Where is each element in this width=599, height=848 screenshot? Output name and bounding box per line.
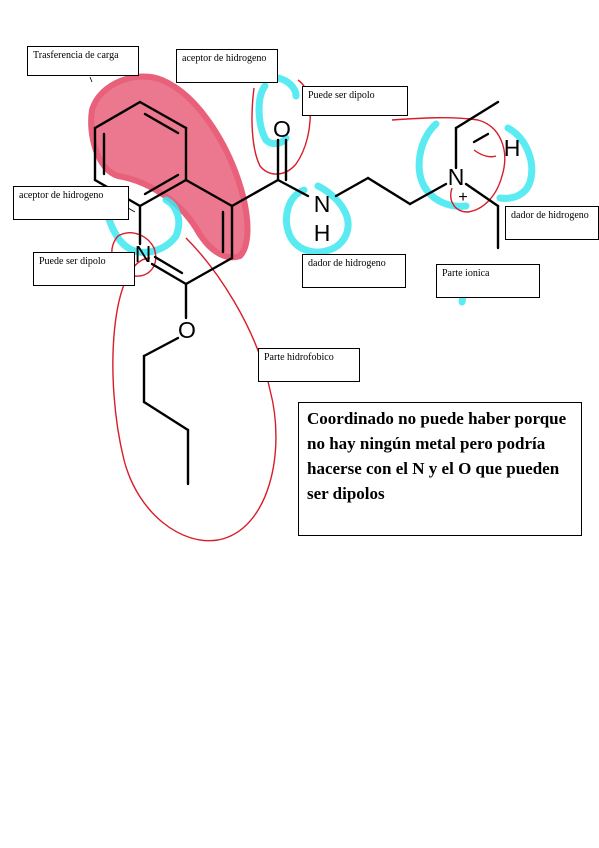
atom-labels: O N H N N O H + xyxy=(135,116,521,343)
label-charge-transfer: Trasferencia de carga xyxy=(27,46,139,76)
label-acceptor-top: aceptor de hidrogeno xyxy=(176,49,278,83)
label-donor-right: dador de hidrogeno xyxy=(505,206,599,240)
leader-lines xyxy=(89,76,136,213)
atom-plus-sign: + xyxy=(458,189,467,206)
label-dipole-top: Puede ser dipolo xyxy=(302,86,408,116)
atom-o-carbonyl: O xyxy=(273,116,291,142)
atom-h-amide: H xyxy=(314,220,331,246)
label-ionic: Parte ionica xyxy=(436,264,540,298)
label-donor-bottom: dador de hidrogeno xyxy=(302,254,406,288)
atom-h-plus: H xyxy=(504,135,521,161)
charge-transfer-highlight xyxy=(88,73,251,261)
label-acceptor-left: aceptor de hidrogeno xyxy=(13,186,129,220)
atom-n-ring: N xyxy=(135,241,152,267)
label-hydrophobic: Parte hidrofobico xyxy=(258,348,360,382)
atom-o-ether: O xyxy=(178,317,196,343)
atom-n-amine: N xyxy=(448,164,465,190)
atom-n-amide: N xyxy=(314,191,331,217)
coordination-note: Coordinado no puede haber porque no hay … xyxy=(298,402,582,536)
label-dipole-left: Puede ser dipolo xyxy=(33,252,135,286)
skeletal-structure xyxy=(93,100,500,486)
